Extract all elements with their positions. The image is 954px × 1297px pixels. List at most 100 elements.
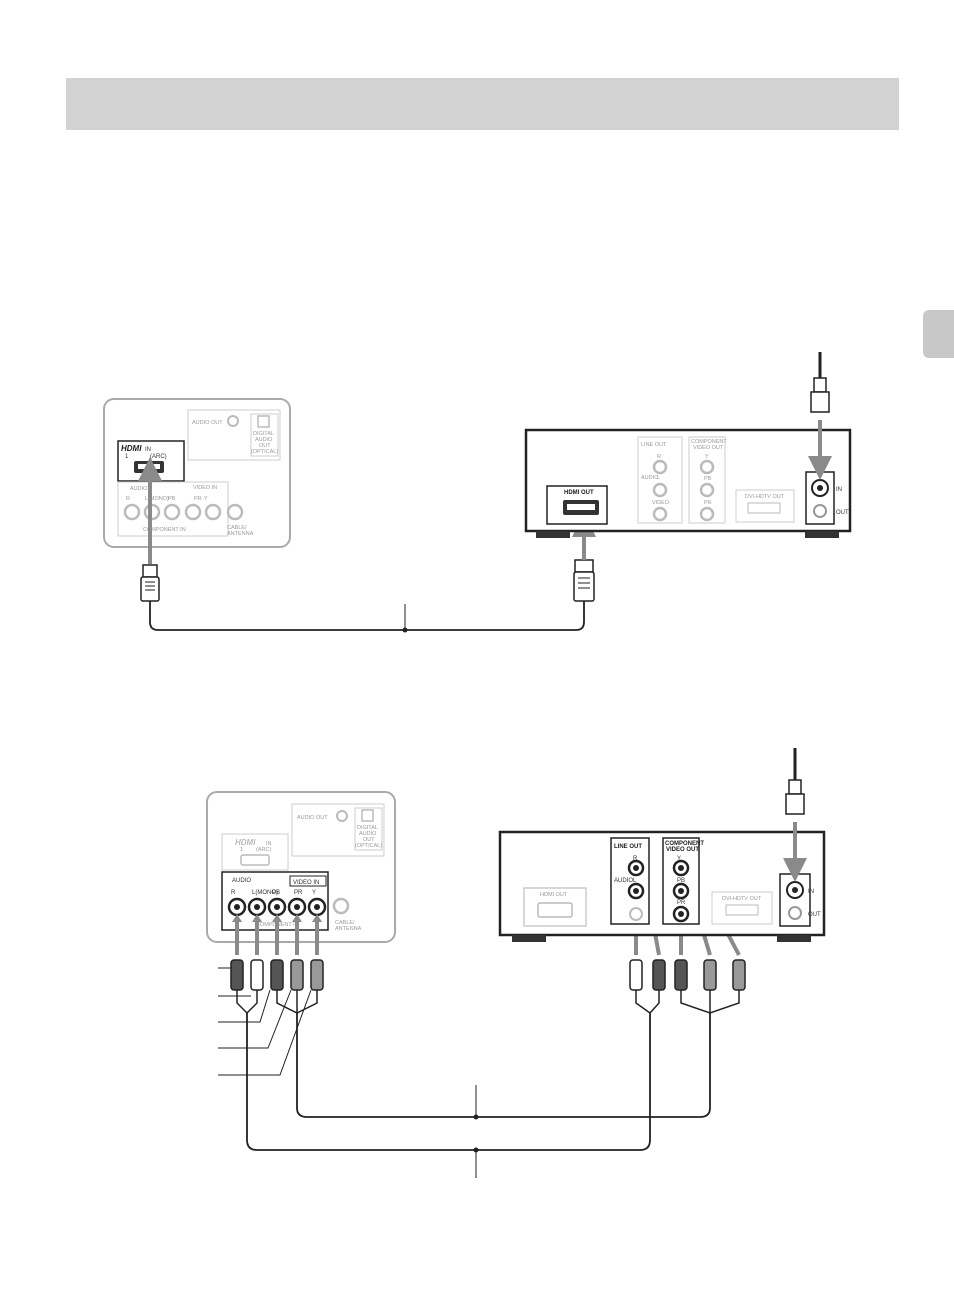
- hdmi-out-box: [523, 887, 587, 927]
- audio-out-jack: [227, 415, 239, 427]
- pr-label: PR: [294, 890, 303, 896]
- antenna-in-label: IN: [808, 889, 814, 895]
- optical-jack: [361, 809, 374, 822]
- y-jack: [204, 503, 222, 521]
- component-label: COMPONENT: [691, 439, 727, 445]
- antenna-out-jack: [788, 906, 802, 920]
- comp-pb-jack: [699, 482, 715, 498]
- comp-pb-label: PB: [677, 878, 685, 884]
- coax-cable-1: [808, 352, 832, 480]
- optical-label: (OPTICAL): [251, 449, 278, 455]
- hdmi-cable: [138, 457, 596, 633]
- antenna-label: ANTENNA: [335, 926, 362, 932]
- line-l-label: L: [633, 878, 637, 884]
- line-r-label: R: [657, 454, 661, 460]
- audio-r-label: R: [126, 496, 130, 502]
- component-in-label: COMPONENT IN: [143, 527, 186, 533]
- hdmi-arc-label: (ARC): [256, 847, 271, 853]
- line-r-jack: [652, 459, 668, 475]
- audio-r-jack: [123, 503, 141, 521]
- comp-pr-label: PR: [677, 900, 686, 906]
- video-in-label: VIDEO IN: [293, 880, 319, 886]
- comp-y-label: Y: [705, 454, 709, 460]
- tv-rca-plugs: [218, 914, 711, 1178]
- side-tab: [923, 310, 954, 358]
- line-video-jack: [652, 506, 668, 522]
- line-video-jack: [629, 907, 643, 921]
- antenna-out-label: OUT: [808, 912, 821, 918]
- digital-label: DIGITAL: [357, 825, 378, 831]
- pb-label: PB: [168, 496, 176, 502]
- audio-label: AUDIO: [359, 831, 377, 837]
- audio-out-label: AUDIO OUT: [192, 420, 223, 426]
- audio-out-jack: [336, 810, 348, 822]
- line-r-label: R: [633, 856, 638, 862]
- digital-label: DIGITAL: [253, 431, 274, 437]
- hdmi-logo: HDMI: [235, 838, 256, 847]
- dvi-out-label: DVI-HDTV OUT: [745, 494, 785, 500]
- hdmi-out-label: HDMI OUT: [540, 892, 568, 898]
- out-label: OUT: [363, 837, 375, 843]
- dvi-port: [747, 502, 781, 514]
- cable-label: CABLE/: [227, 525, 247, 531]
- audio-label: AUDIO: [232, 878, 251, 884]
- component-label: COMPONENT: [665, 841, 704, 847]
- y-label: Y: [312, 890, 316, 896]
- hdmi-port-label: 1: [240, 847, 243, 853]
- comp-y-label: Y: [677, 856, 681, 862]
- audio-r-label: R: [231, 890, 236, 896]
- hdmi-out-port: [537, 902, 573, 918]
- audio-label: AUDIO: [130, 486, 148, 492]
- line-out-label: LINE OUT: [614, 844, 642, 850]
- audio-l-label: L(MONO): [145, 496, 169, 502]
- cable-label: CABLE/: [335, 920, 355, 926]
- antenna-jack: [332, 897, 350, 915]
- antenna-out-jack: [813, 504, 827, 518]
- comp-y-jack: [699, 459, 715, 475]
- video-out-label: VIDEO OUT: [693, 445, 724, 451]
- tv-rear-panel-1: AUDIO OUT DIGITAL AUDIO OUT (OPTICAL) HD…: [103, 398, 291, 548]
- optical-label: (OPTICAL): [355, 843, 382, 849]
- coax-cable-2: [783, 748, 807, 882]
- optical-jack: [257, 415, 270, 428]
- line-l-jack: [652, 482, 668, 498]
- line-l-label: L: [657, 475, 660, 481]
- line-audio-label: AUDIO: [614, 878, 633, 884]
- pr-jack: [184, 503, 202, 521]
- antenna-label: ANTENNA: [227, 531, 254, 537]
- dvi-out-label: DVI-HDTV OUT: [722, 896, 762, 902]
- audio-l-label: L(MONO): [252, 890, 278, 896]
- video-in-label: VIDEO IN: [193, 485, 217, 491]
- pb-jack: [163, 503, 181, 521]
- cable-box-2: HDMI OUT LINE OUT R AUDIO L COMPONENT VI…: [498, 830, 826, 942]
- dvi-port: [725, 904, 759, 916]
- antenna-in-label: IN: [836, 487, 842, 493]
- video-out-label: VIDEO OUT: [666, 847, 699, 853]
- out-label: OUT: [259, 443, 271, 449]
- hdmi-arc-label: (ARC): [150, 454, 167, 460]
- header-bar: [66, 78, 899, 130]
- tv-rear-panel-2: AUDIO OUT DIGITAL AUDIO OUT (OPTICAL) HD…: [206, 791, 396, 943]
- component-connection-diagram: AUDIO OUT DIGITAL AUDIO OUT (OPTICAL) HD…: [206, 748, 826, 1178]
- line-video-label: VIDEO: [652, 500, 670, 506]
- antenna-jack: [226, 503, 244, 521]
- cable-box-1: HDMI OUT LINE OUT R AUDIO L VIDEO COMPON…: [524, 428, 852, 538]
- line-out-label: LINE OUT: [641, 442, 667, 448]
- audio-out-label: AUDIO OUT: [297, 815, 328, 821]
- comp-pr-jack: [699, 506, 715, 522]
- line-audio-label: AUDIO: [641, 475, 659, 481]
- pr-label: PR: [194, 496, 202, 502]
- hdmi-in-label: IN: [266, 841, 272, 847]
- audio-label: AUDIO: [255, 437, 273, 443]
- hdmi-port-label: 1: [125, 454, 129, 460]
- y-label: Y: [204, 496, 208, 502]
- hdmi-in-label: IN: [145, 447, 151, 453]
- hdmi-connection-diagram: AUDIO OUT DIGITAL AUDIO OUT (OPTICAL) HD…: [103, 352, 852, 633]
- pb-label: PB: [272, 890, 280, 896]
- comp-pr-label: PR: [704, 500, 712, 506]
- hdmi-out-label: HDMI OUT: [564, 490, 594, 496]
- hdmi-out-box: [546, 485, 608, 525]
- hdmi-in-port: [240, 854, 270, 866]
- comp-pb-label: PB: [704, 476, 712, 482]
